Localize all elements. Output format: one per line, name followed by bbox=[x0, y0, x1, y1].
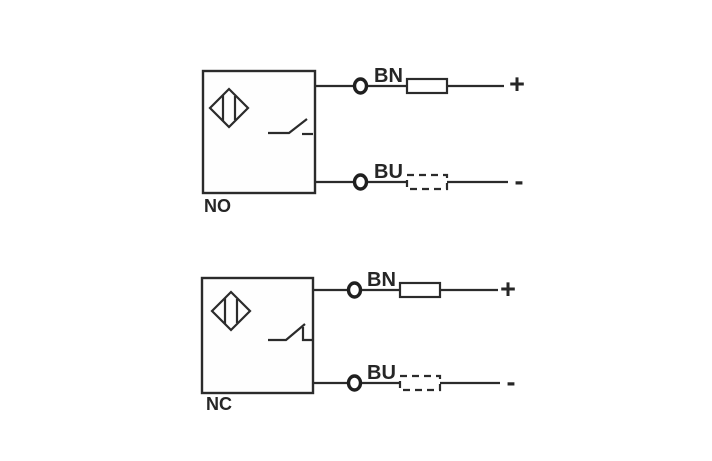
bu-wire: BU - bbox=[315, 161, 524, 196]
load-dashed-box-icon bbox=[405, 173, 449, 191]
normally-closed-contact-icon bbox=[268, 323, 313, 342]
bu-wire: BU - bbox=[313, 362, 516, 397]
load-dashed-box-icon bbox=[398, 374, 442, 392]
polarity-plus-label: + bbox=[509, 69, 525, 99]
bn-wire: BN + bbox=[315, 65, 525, 99]
nc-circuit: NC BN + BU - bbox=[200, 269, 516, 414]
polarity-plus-label: + bbox=[500, 274, 516, 304]
terminal-circle-icon bbox=[346, 281, 363, 299]
normally-open-contact-icon bbox=[268, 118, 313, 136]
proximity-sensor-icon bbox=[208, 87, 250, 129]
bn-wire: BN + bbox=[313, 269, 516, 304]
diagram-label-nc: NC bbox=[206, 394, 232, 414]
polarity-minus-label: - bbox=[507, 367, 516, 397]
wire-label-bu: BU bbox=[367, 362, 396, 384]
terminal-circle-icon bbox=[352, 173, 369, 191]
wire-label-bn: BN bbox=[374, 65, 403, 87]
diagram-label-no: NO bbox=[204, 196, 231, 216]
polarity-minus-label: - bbox=[515, 166, 524, 196]
sensor-body bbox=[200, 276, 315, 395]
wire-label-bu: BU bbox=[374, 161, 403, 183]
load-resistor-icon bbox=[398, 281, 442, 299]
sensor-body bbox=[201, 69, 317, 195]
terminal-circle-icon bbox=[352, 77, 369, 95]
wire-label-bn: BN bbox=[367, 269, 396, 291]
load-resistor-icon bbox=[405, 77, 449, 95]
terminal-circle-icon bbox=[346, 374, 363, 392]
proximity-sensor-icon bbox=[210, 290, 252, 332]
no-circuit: NO BN + BU - bbox=[201, 65, 525, 216]
